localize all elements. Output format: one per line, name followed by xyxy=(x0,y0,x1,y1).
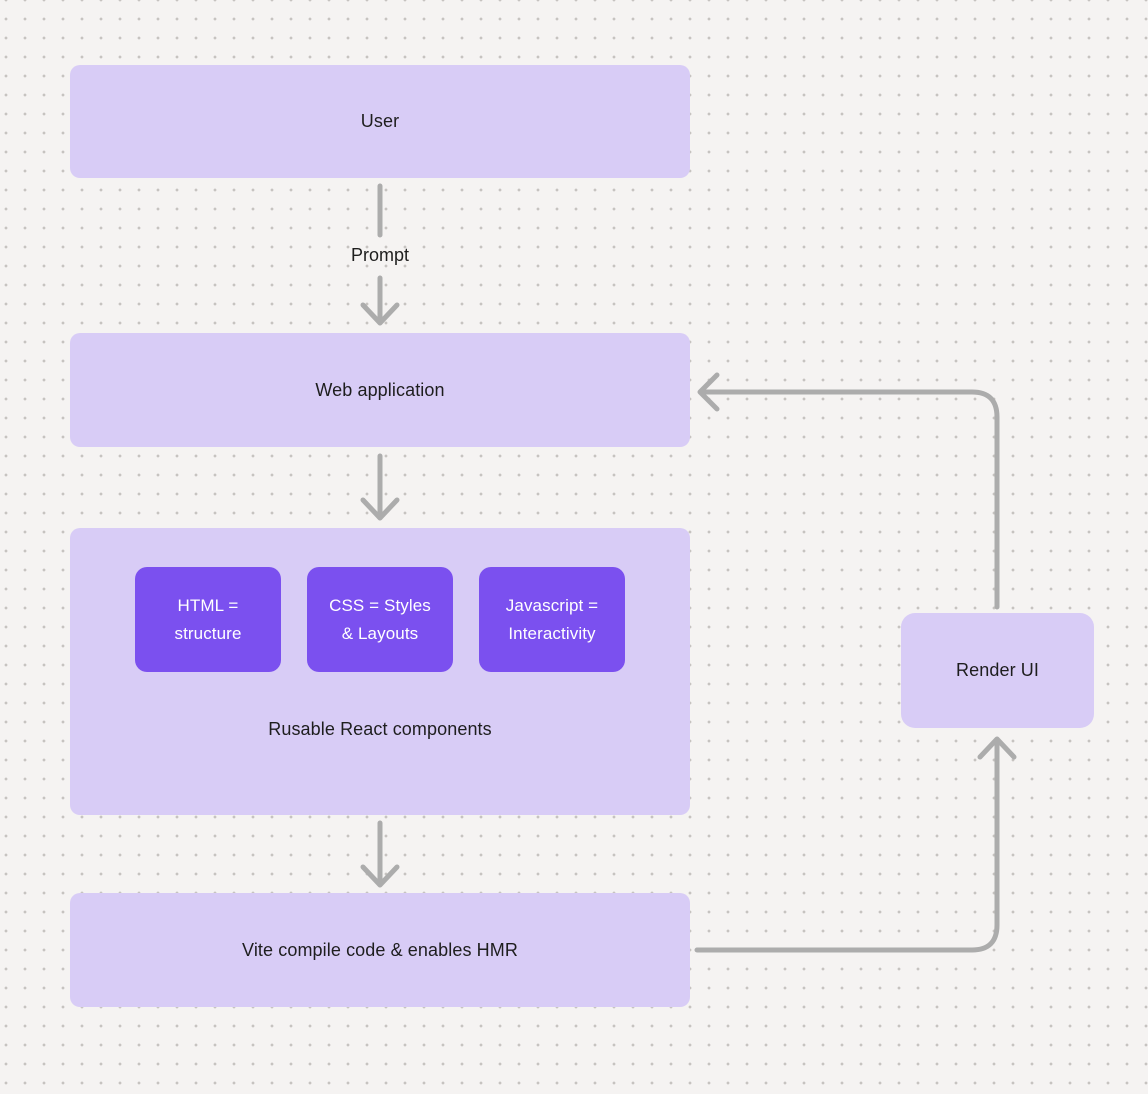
edge-webapp-to-components xyxy=(360,453,400,521)
node-components-group[interactable]: HTML = structure CSS = Styles & Layouts … xyxy=(70,528,690,815)
chip-css[interactable]: CSS = Styles & Layouts xyxy=(307,567,453,672)
chip-html[interactable]: HTML = structure xyxy=(135,567,281,672)
arrowhead-down-icon xyxy=(360,302,400,326)
edge-vite-to-renderui xyxy=(694,736,1017,953)
node-web-application[interactable]: Web application xyxy=(70,333,690,447)
arrowhead-left-icon xyxy=(697,372,720,412)
node-web-application-label: Web application xyxy=(315,379,445,400)
node-user-label: User xyxy=(360,111,400,131)
node-user[interactable]: User xyxy=(70,65,690,178)
edge-label-prompt: Prompt xyxy=(350,245,410,265)
arrowhead-up-icon xyxy=(977,736,1017,760)
chip-html-label: HTML = structure xyxy=(174,595,242,643)
edge-components-to-vite xyxy=(360,820,400,888)
arrowhead-down-icon xyxy=(360,864,400,888)
node-vite[interactable]: Vite compile code & enables HMR xyxy=(70,893,690,1007)
node-vite-label: Vite compile code & enables HMR xyxy=(242,939,518,960)
chip-css-label: CSS = Styles & Layouts xyxy=(329,595,431,643)
node-render-ui[interactable]: Render UI xyxy=(901,613,1094,728)
node-render-ui-label: Render UI xyxy=(956,660,1039,680)
chip-javascript-label: Javascript = Interactivity xyxy=(505,595,599,643)
edge-renderui-to-webapp xyxy=(697,372,1000,610)
arrowhead-down-icon xyxy=(360,497,400,521)
chip-javascript[interactable]: Javascript = Interactivity xyxy=(479,567,625,672)
components-caption: Rusable React components xyxy=(268,719,492,739)
chip-row: HTML = structure CSS = Styles & Layouts … xyxy=(135,567,625,672)
